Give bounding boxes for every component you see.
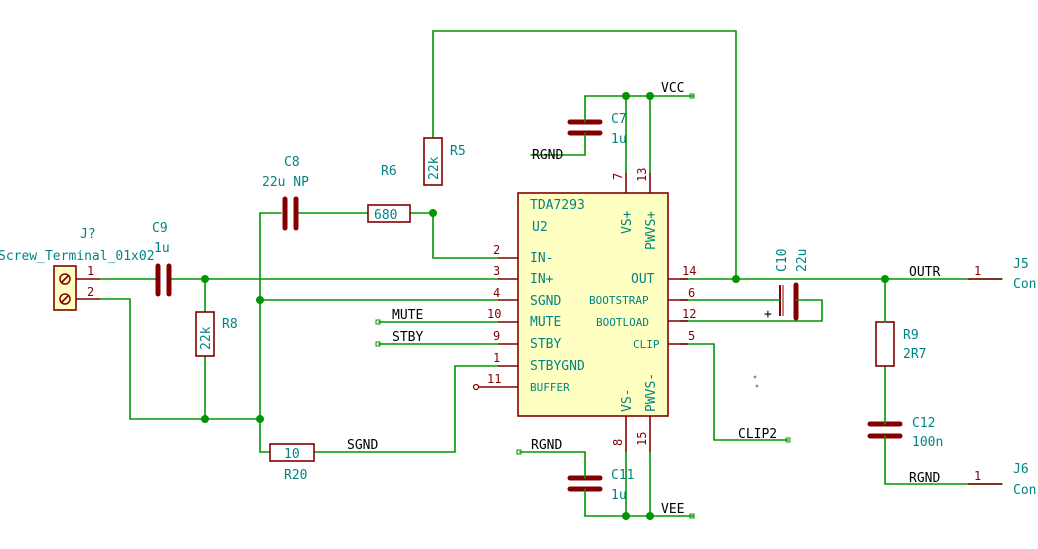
net-label-stby[interactable]: STBY bbox=[392, 330, 423, 345]
net-label-vee[interactable]: VEE bbox=[661, 502, 684, 517]
terminal-pin1: 1 bbox=[87, 264, 94, 278]
c7-value: 1u bbox=[611, 132, 627, 147]
capacitor-c9[interactable]: C9 1u bbox=[152, 221, 172, 297]
pin-name-in-minus: IN- bbox=[530, 251, 553, 266]
ic-ref: U2 bbox=[532, 220, 548, 235]
ic-value: TDA7293 bbox=[530, 198, 585, 213]
pin-num-vs-minus: 8 bbox=[611, 439, 625, 446]
ic-bottom-pins: 8 15 VS- PWVS- bbox=[611, 373, 659, 452]
net-label-outr[interactable]: OUTR bbox=[909, 265, 940, 280]
c10-value: 22u bbox=[795, 249, 810, 272]
pin-num-sgnd: 4 bbox=[493, 286, 500, 300]
c11-ref: C11 bbox=[611, 468, 634, 483]
r8-ref: R8 bbox=[222, 317, 238, 332]
capacitor-c10[interactable]: + C10 22u bbox=[764, 249, 810, 322]
capacitor-c8[interactable]: C8 22u NP bbox=[262, 155, 309, 231]
ic-left-pins: 2 IN- 3 IN+ 4 SGND 10 MUTE 9 STBY 1 STBY… bbox=[472, 243, 585, 394]
r6-value: 680 bbox=[374, 208, 397, 223]
resistor-r6[interactable]: 680 R6 bbox=[367, 164, 411, 223]
pin-num-in-plus: 3 bbox=[493, 264, 500, 278]
j5-ref: J5 bbox=[1013, 257, 1029, 272]
pin-num-vs-plus: 7 bbox=[611, 173, 625, 180]
r9-value: 2R7 bbox=[903, 347, 926, 362]
c11-value: 1u bbox=[611, 488, 627, 503]
j6-value: Con bbox=[1013, 483, 1036, 498]
pin-name-vs-minus: VS- bbox=[620, 389, 635, 412]
pin-name-pwvs-minus: PWVS- bbox=[644, 373, 659, 412]
pin-num-stbygnd: 1 bbox=[493, 351, 500, 365]
c8-ref: C8 bbox=[284, 155, 300, 170]
r5-value: 22k bbox=[427, 156, 442, 180]
pin-name-bootload: BOOTLOAD bbox=[596, 316, 649, 329]
pin-num-mute: 10 bbox=[487, 307, 501, 321]
net-label-rgnd-out[interactable]: RGND bbox=[909, 471, 940, 486]
r20-ref: R20 bbox=[284, 468, 307, 483]
resistor-r20[interactable]: 10 R20 bbox=[269, 443, 315, 483]
pin-name-out: OUT bbox=[631, 272, 655, 287]
input-screw-terminal[interactable]: J? Screw_Terminal_01x02 1 2 bbox=[0, 227, 155, 311]
net-label-rgnd-top[interactable]: RGND bbox=[532, 148, 563, 163]
c7-ref: C7 bbox=[611, 112, 627, 127]
resistor-r5[interactable]: 22k R5 bbox=[423, 137, 466, 186]
pin-num-buffer: 11 bbox=[487, 372, 501, 386]
resistor-r9[interactable]: R9 2R7 bbox=[875, 311, 926, 367]
pin-name-in-plus: IN+ bbox=[530, 272, 554, 287]
j5-value: Con bbox=[1013, 277, 1036, 292]
r6-ref: R6 bbox=[381, 164, 397, 179]
terminal-value: Screw_Terminal_01x02 bbox=[0, 249, 155, 264]
ic-right-pins: 14 OUT 6 BOOTSTRAP 12 BOOTLOAD 5 CLIP bbox=[589, 264, 696, 351]
capacitor-c7[interactable]: C7 1u bbox=[567, 107, 627, 147]
pin-name-buffer: BUFFER bbox=[530, 381, 570, 394]
c9-value: 1u bbox=[154, 241, 170, 256]
j5-pin: 1 bbox=[974, 264, 981, 278]
net-labels: VCC VEE RGND RGND RGND MUTE STBY SGND CL… bbox=[347, 81, 940, 519]
net-label-rgnd-bottom[interactable]: RGND bbox=[531, 438, 562, 453]
r9-ref: R9 bbox=[903, 328, 919, 343]
pin-num-in-minus: 2 bbox=[493, 243, 500, 257]
pin-num-pwvs-minus: 15 bbox=[635, 432, 649, 446]
connector-j5[interactable]: 1 J5 Con bbox=[968, 257, 1036, 292]
j6-pin: 1 bbox=[974, 469, 981, 483]
connector-j6[interactable]: 1 J6 Con bbox=[968, 462, 1036, 498]
capacitor-c11[interactable]: C11 1u bbox=[567, 465, 634, 503]
junctions bbox=[201, 92, 889, 520]
pin-num-bootload: 12 bbox=[682, 307, 696, 321]
pin-num-out: 14 bbox=[682, 264, 696, 278]
pin-name-sgnd: SGND bbox=[530, 294, 561, 309]
capacitor-c12[interactable]: C12 100n bbox=[867, 411, 943, 450]
pin-name-stbygnd: STBYGND bbox=[530, 359, 585, 374]
net-label-clip2[interactable]: CLIP2 bbox=[738, 427, 777, 442]
c10-ref: C10 bbox=[775, 249, 790, 272]
r5-ref: R5 bbox=[450, 144, 466, 159]
pin-num-pwvs-plus: 13 bbox=[635, 168, 649, 182]
pin-name-clip: CLIP bbox=[633, 338, 660, 351]
r8-value: 22k bbox=[199, 326, 214, 350]
pin-num-bootstrap: 6 bbox=[688, 286, 695, 300]
terminal-pin2: 2 bbox=[87, 285, 94, 299]
pin-name-vs-plus: VS+ bbox=[620, 210, 635, 234]
c12-value: 100n bbox=[912, 435, 943, 450]
net-label-vcc[interactable]: VCC bbox=[661, 81, 684, 96]
pin-num-stby: 9 bbox=[493, 329, 500, 343]
c9-ref: C9 bbox=[152, 221, 168, 236]
terminal-ref: J? bbox=[80, 227, 96, 242]
net-label-mute[interactable]: MUTE bbox=[392, 308, 423, 323]
grid-dots bbox=[753, 375, 759, 388]
c10-polarity: + bbox=[764, 307, 772, 322]
pin-name-stby: STBY bbox=[530, 337, 561, 352]
r20-value: 10 bbox=[284, 447, 300, 462]
c12-ref: C12 bbox=[912, 416, 935, 431]
j6-ref: J6 bbox=[1013, 462, 1029, 477]
resistor-r8[interactable]: 22k R8 bbox=[195, 311, 238, 357]
pin-num-clip: 5 bbox=[688, 329, 695, 343]
net-label-sgnd[interactable]: SGND bbox=[347, 438, 378, 453]
c8-value: 22u NP bbox=[262, 175, 309, 190]
ic-u2[interactable]: TDA7293 U2 2 IN- 3 IN+ 4 SGND 10 MUTE 9 … bbox=[472, 168, 697, 452]
pin-name-bootstrap: BOOTSTRAP bbox=[589, 294, 649, 307]
pin-name-mute: MUTE bbox=[530, 315, 561, 330]
pin-name-pwvs-plus: PWVS+ bbox=[644, 211, 659, 250]
ic-top-pins: 7 13 VS+ PWVS+ bbox=[611, 168, 659, 250]
